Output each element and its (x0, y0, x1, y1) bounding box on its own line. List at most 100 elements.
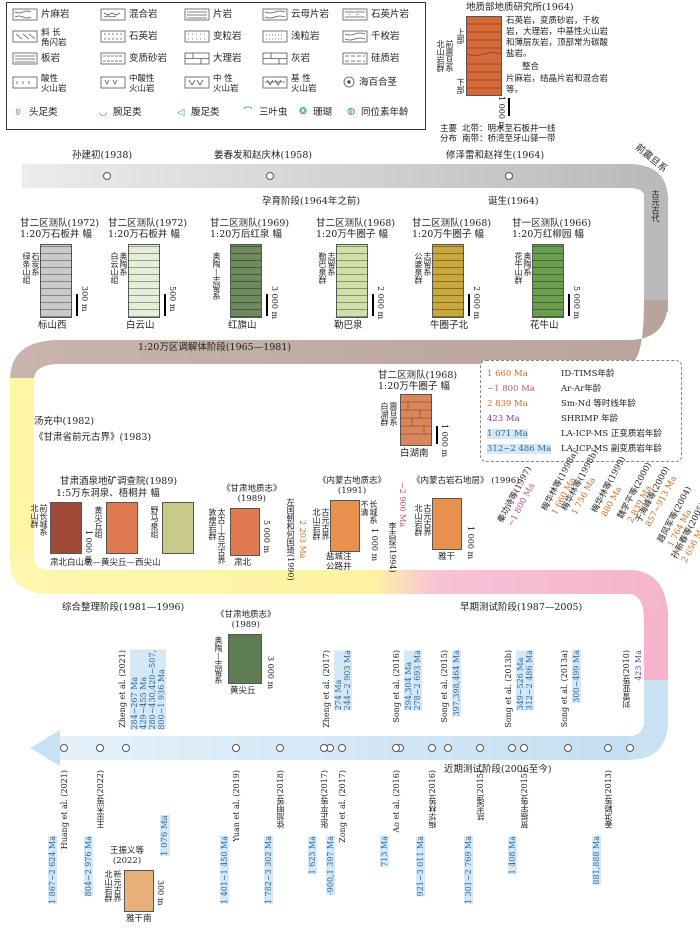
phase2-col-strata (432, 244, 464, 318)
phase5-bottom-name: Ao et al. (2016) (392, 770, 401, 833)
top-column-dist-label: 主要 分布 (440, 124, 458, 144)
phase2-col-place: 勒巴泉 (334, 320, 363, 331)
phase2-col-scale: 2 000 m (472, 286, 481, 320)
wang-2022-scale: 300 m (156, 880, 165, 906)
top-column-lower: 下部 (456, 78, 465, 94)
phase1-birth: 诞生(1964) (488, 196, 539, 207)
phase5-bottom-name: 姜洪颖等(2013) (604, 770, 613, 829)
jiuquan-unit-1: 前长城系 北山群 (30, 504, 48, 536)
huangjianqiu-unit: 奥陶—志留系 (214, 636, 223, 684)
phase2-col-unit: 石炭系 绿条山组 (22, 252, 40, 284)
fossil-label-brachiopod: 腕足类 (113, 107, 142, 118)
phase5-bottom-name: Huang et al. (2021) (60, 770, 69, 850)
legend-label-schist: 片岩 (213, 9, 233, 20)
phase5-bottom-age: 713 Ma (380, 836, 389, 867)
jiuquan-sheet: 1:5万东洞泉、梧桐井 幅 (56, 488, 160, 499)
phase4-label: 早期测试阶段(1987—2005) (460, 602, 583, 613)
timeline-dot (276, 744, 284, 752)
neimeng-1996-col (432, 498, 462, 550)
timeline-dot (60, 744, 68, 752)
phase5-bottom-name: 王忠杰等(2022) (96, 770, 105, 829)
legend-label-metasandstone: 变质砂岩 (129, 53, 168, 64)
timeline-dot (604, 744, 612, 752)
phase2-col-title: 甘二区测队(1968) (316, 218, 396, 229)
gansu-1989-scale: 5 000 m (262, 520, 271, 554)
phase2-col-sheet: 1:20万后红泉 幅 (210, 229, 282, 240)
legend-swatches (12, 8, 368, 89)
timeline-dot (428, 744, 436, 752)
timeline-dot (476, 744, 484, 752)
phase2-col-scale-bar (372, 294, 374, 316)
jiuquan-places: 肃北白山墩—黄尖丘—西尖山 (50, 558, 161, 568)
phase5-top-age: 397,398,464 Ma (452, 650, 461, 717)
zuo-1990: 左国朝和何国琦(1990) (286, 498, 295, 581)
event-gansu-1983: 《甘肃省前元古界》(1983) (34, 432, 152, 443)
phase2-col-unit: 奥陶系 花牛山群 (514, 252, 532, 284)
phase2-col-scale-bar (76, 294, 78, 316)
jiuquan-unit-2: 黄尖丘组 (94, 506, 103, 538)
phase5-bottom-age: 1 782~3 302 Ma (264, 836, 273, 905)
phase2-col-place: 红旗山 (228, 320, 257, 331)
extra-column-title: 甘二区测队(1968) (378, 370, 458, 381)
phase3-label: 综合整理阶段(1981—1996) (62, 602, 185, 613)
timeline-dot (122, 744, 130, 752)
phase2-col-strata (40, 244, 72, 318)
top-column-scale: 1 000 m (497, 96, 506, 130)
phase2-col-sheet: 1:20万牛圈子 幅 (412, 229, 484, 240)
li-1994: 李志琛(1994) (388, 522, 397, 573)
gansu-1989-title: 《甘肃地质志》 (1989) (222, 484, 282, 504)
phase2-col-title: 甘二区测队(1969) (210, 218, 290, 229)
neimeng-1996-place: 雅干 (438, 552, 456, 562)
top-column-scale-bar (508, 98, 510, 116)
legend-label-leucoleptite: 浅粒岩 (291, 31, 320, 42)
jiuquan-scale: 1 000 m (84, 530, 93, 564)
phase5-top-age: 300~499 Ma (572, 650, 581, 703)
age-legend-value: ~1 800 Ma (487, 384, 535, 394)
top-column-title: 地质部地质研究所(1964) (466, 2, 574, 13)
huangjianqiu-col (228, 634, 262, 684)
phase2-col-title: 甘二区测队(1972) (108, 218, 188, 229)
huangjianqiu-place: 黄尖丘 (230, 686, 256, 696)
phase5-bottom-age: 1 867~2 624 Ma (48, 836, 57, 905)
phase5-top-name: Song et al. (2013b) (504, 650, 513, 728)
phase2-col-title: 甘二区测队(1968) (412, 218, 492, 229)
neimeng-1996-unit: 古元古界 北山岩群 (414, 504, 432, 536)
legend-label-marble: 大理岩 (213, 53, 242, 64)
phase2-col-scale: 500 m (168, 286, 177, 312)
legend-label-quartzite: 石英岩 (129, 31, 158, 42)
phase2-col-place: 花牛山 (530, 320, 559, 331)
age-legend-method: LA-ICP-MS 正变质岩年龄 (561, 429, 662, 439)
timeline-dot (564, 744, 572, 752)
top-column-unit: 前震旦系 北山岩群 (436, 40, 454, 72)
extra-column-scale: 1 000 m (440, 424, 449, 458)
age-legend-value: 2 839 Ma (487, 399, 528, 409)
zuo-1990-age: 2 203 Ma (298, 520, 307, 559)
phase2-col-unit: 奥陶—志留系 (212, 252, 221, 300)
phase2-col-strata (230, 244, 262, 318)
timeline-dot (520, 744, 528, 752)
phase5-bottom-name: Yuan et al. (2019) (232, 770, 241, 842)
extra-column-unit: 震旦系 白湖群 (380, 402, 398, 426)
extra-column-sheet: 1:20万牛圈子 幅 (378, 381, 450, 392)
jiuquan-col-2 (106, 502, 138, 554)
phase5-top-name: Song et al. (2016) (392, 650, 401, 723)
legend-label-neutral-volcanic: 中 性 火山岩 (213, 74, 239, 94)
timeline-dot (320, 744, 328, 752)
age-legend-value: 312~2 486 Ma (487, 444, 552, 454)
legend-label-leptite: 变粒岩 (213, 31, 242, 42)
timeline-dot (626, 744, 634, 752)
timeline-dot (338, 744, 346, 752)
timeline-dot (508, 744, 516, 752)
neimeng-1996-scale: 1 000 m (466, 526, 475, 560)
phase2-col-unit: 奥陶系 白云山组 (110, 252, 128, 284)
phase2-col-strata (128, 244, 160, 318)
brachiopod-icon: ◡ (99, 107, 108, 118)
phase5-top-age: 274 Ma 244~2 903 Ma (334, 650, 352, 711)
legend-label-siliceous: 硅质岩 (371, 53, 400, 64)
neimeng-1991-col (330, 500, 360, 552)
timeline-dot (505, 172, 513, 180)
fossil-label-trilobite: 三叶虫 (259, 107, 288, 118)
phase5-bottom-name: 梅华林等(2016) (428, 770, 437, 829)
legend-label-mica-schist: 云母片岩 (291, 9, 330, 20)
